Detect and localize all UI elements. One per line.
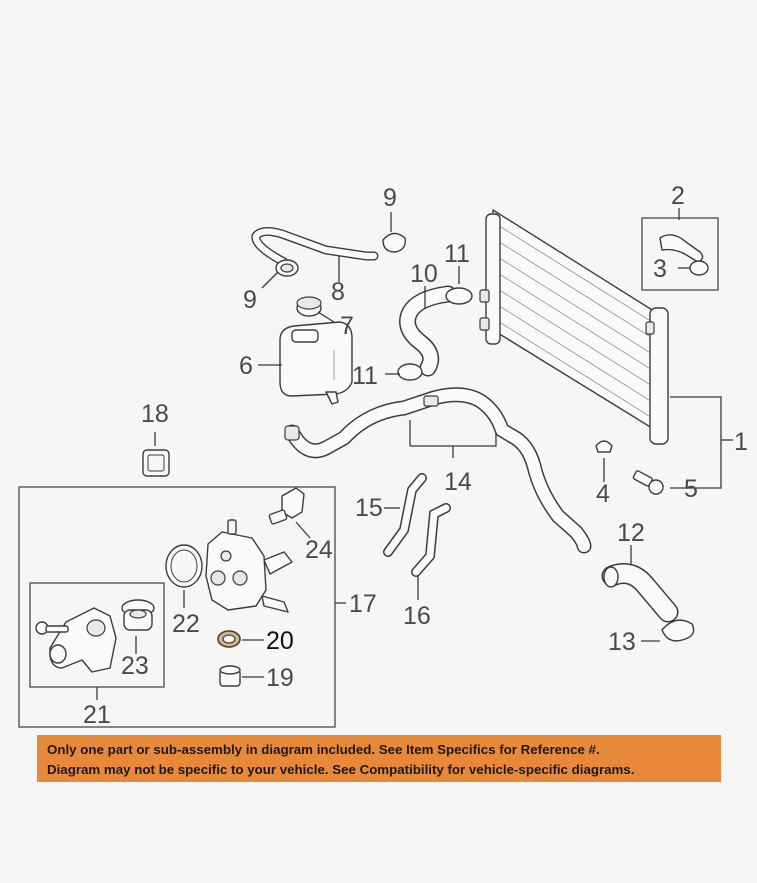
- callout-21: 21: [83, 701, 111, 729]
- callout-22: 22: [172, 610, 200, 638]
- callout-11-lower: 11: [352, 362, 378, 390]
- parts-2-3-frame: [641, 217, 719, 291]
- notice-banner: Only one part or sub-assembly in diagram…: [37, 735, 721, 782]
- hose-clamp-9-upper: [382, 232, 406, 253]
- callout-5: 5: [684, 475, 698, 503]
- callout-13: 13: [608, 628, 636, 656]
- mounting-bolt: [632, 470, 664, 495]
- hose-clamp-13: [661, 619, 695, 642]
- drain-plug: [689, 260, 709, 276]
- temperature-sensor: [268, 487, 305, 525]
- callout-15: 15: [355, 494, 383, 522]
- retaining-clip: [659, 234, 704, 263]
- leader-lines: [96, 208, 733, 700]
- callout-8: 8: [331, 278, 345, 306]
- callout-9-lower: 9: [243, 286, 257, 314]
- callout-23: 23: [121, 652, 149, 680]
- notice-line-2: Diagram may not be specific to your vehi…: [47, 762, 635, 777]
- callout-24: 24: [305, 536, 333, 564]
- callout-18: 18: [141, 400, 169, 428]
- callout-17: 17: [349, 590, 377, 618]
- plug-19: [219, 665, 241, 687]
- callout-16: 16: [403, 602, 431, 630]
- coolant-reservoir: [279, 321, 353, 405]
- callout-14: 14: [444, 468, 472, 496]
- callout-2: 2: [671, 182, 685, 210]
- thermostat-housing: [205, 519, 293, 613]
- callout-19: 19: [266, 664, 294, 692]
- reservoir-cap: [296, 296, 322, 317]
- radiator: [479, 209, 669, 445]
- hose-clamp-11-upper: [445, 287, 473, 305]
- callout-6: 6: [239, 352, 253, 380]
- callout-4: 4: [596, 480, 610, 508]
- callout-10: 10: [410, 260, 438, 288]
- callout-11-upper: 11: [444, 240, 470, 268]
- thermostat-housing-frame-17: [18, 486, 336, 728]
- thermostat-23: [121, 599, 155, 631]
- callout-numbers: 1 2 3 4 5 6 7 8 9 9 10 11 11 12 13 14 15…: [83, 182, 748, 729]
- callout-7: 7: [340, 312, 354, 340]
- housing-bolt: [35, 621, 69, 635]
- callout-1: 1: [734, 428, 748, 456]
- hose-clamp-11-lower: [397, 363, 423, 381]
- notice-line-1: Only one part or sub-assembly in diagram…: [47, 742, 600, 757]
- callout-3: 3: [653, 255, 667, 283]
- callout-12: 12: [617, 519, 645, 547]
- seal-20-highlighted: [217, 630, 241, 648]
- callout-9-upper: 9: [383, 184, 397, 212]
- bleeder-screw: [595, 440, 613, 453]
- thermostat-cover: [49, 607, 117, 673]
- callout-20: 20: [266, 627, 294, 655]
